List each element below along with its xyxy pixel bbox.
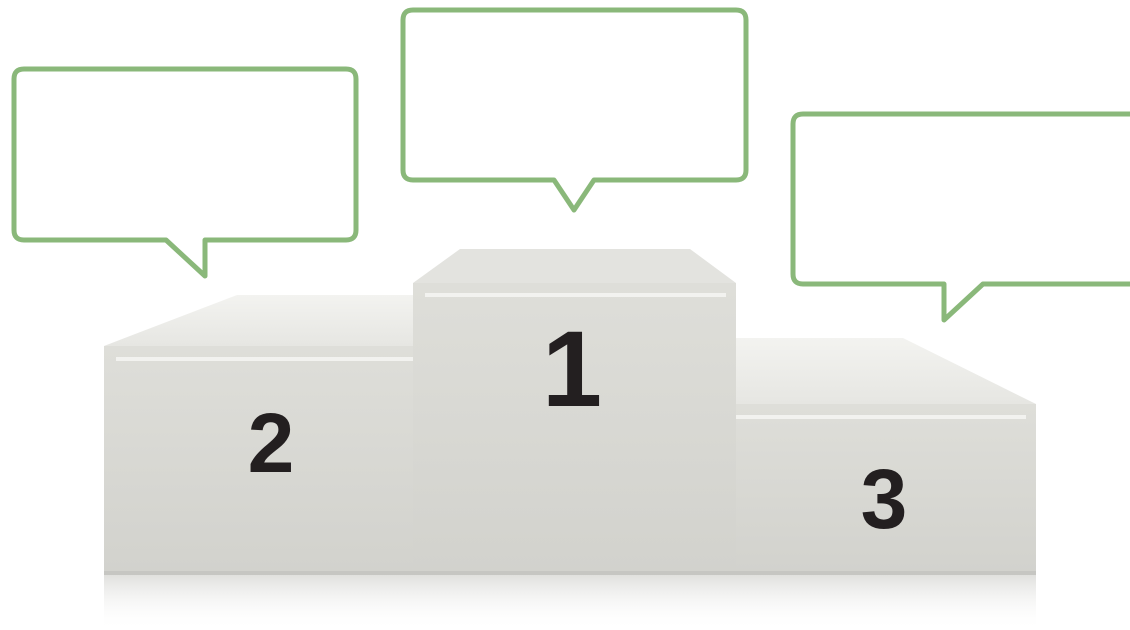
podium-third-top [736, 338, 1036, 404]
podium-third-highlight [736, 415, 1026, 419]
speech-bubble-third [790, 111, 1130, 323]
podium-first-top [413, 249, 736, 283]
podium-third-front [736, 404, 1036, 574]
podium-second: 2 [104, 295, 415, 574]
place-number-second: 2 [248, 396, 295, 490]
podium-first-front [413, 283, 736, 574]
podium-second-highlight [116, 357, 415, 361]
podium-second-front [104, 346, 415, 574]
podium-second-top [104, 295, 415, 346]
place-number-third: 3 [861, 452, 908, 546]
podium-first: 1 [413, 249, 736, 574]
speech-bubble-first [400, 7, 749, 213]
podium-reflection [104, 574, 1036, 630]
podium-first-highlight [425, 293, 726, 297]
speech-bubble-second [11, 66, 359, 279]
podium-third: 3 [736, 338, 1036, 574]
place-number-first: 1 [542, 308, 602, 429]
podium-base-edge [104, 571, 1036, 575]
